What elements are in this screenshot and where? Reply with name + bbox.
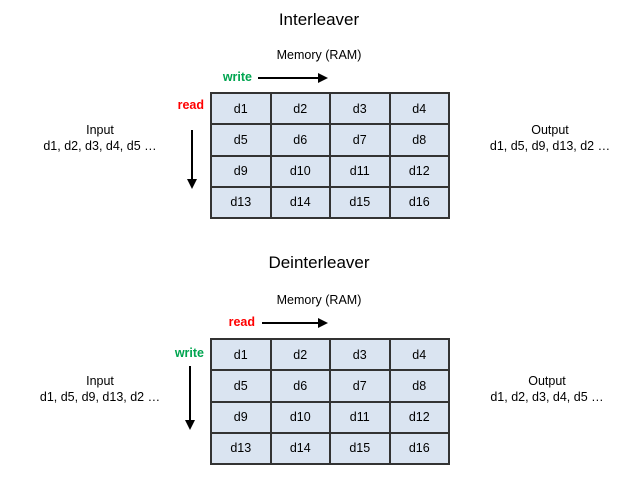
arrow-head-down-icon xyxy=(185,420,195,430)
memory-cell: d2 xyxy=(271,94,329,124)
interleaver-input-label: Input d1, d2, d3, d4, d5 … xyxy=(5,122,195,154)
interleaver-write-label: write xyxy=(222,70,252,84)
memory-cell: d9 xyxy=(212,402,270,432)
arrow-shaft xyxy=(189,366,191,421)
memory-cell: d8 xyxy=(390,371,448,401)
memory-cell: d4 xyxy=(390,340,448,370)
memory-cell: d10 xyxy=(271,402,329,432)
memory-cell: d16 xyxy=(390,433,448,463)
interleaver-read-label: read xyxy=(177,98,204,112)
memory-cell: d11 xyxy=(331,156,389,186)
interleaver-read-down-arrow-icon xyxy=(187,130,197,189)
arrow-head-right-icon xyxy=(318,318,328,328)
input-sequence: d1, d5, d9, d13, d2 … xyxy=(39,390,161,404)
memory-cell: d7 xyxy=(331,371,389,401)
interleaver-memory-grid: d1 d2 d3 d4 d5 d6 d7 d8 d9 d10 d11 d12 d… xyxy=(210,92,450,219)
arrow-shaft xyxy=(258,77,319,79)
memory-cell: d12 xyxy=(390,156,448,186)
memory-cell: d2 xyxy=(271,340,329,370)
deinterleaver-memory-ram-label: Memory (RAM) xyxy=(276,293,362,307)
arrow-head-right-icon xyxy=(318,73,328,83)
memory-cell: d3 xyxy=(331,94,389,124)
output-sequence: d1, d5, d9, d13, d2 … xyxy=(489,139,611,153)
input-title: Input xyxy=(86,374,114,388)
memory-cell: d16 xyxy=(390,187,448,217)
arrow-head-down-icon xyxy=(187,179,197,189)
interleaver-title: Interleaver xyxy=(278,10,360,29)
memory-cell: d7 xyxy=(331,125,389,155)
interleaver-output-label: Output d1, d5, d9, d13, d2 … xyxy=(455,122,638,154)
interleaver-memory-ram-label: Memory (RAM) xyxy=(276,48,362,62)
input-sequence: d1, d2, d3, d4, d5 … xyxy=(43,139,157,153)
memory-cell: d13 xyxy=(212,187,270,217)
memory-cell: d4 xyxy=(390,94,448,124)
memory-cell: d5 xyxy=(212,371,270,401)
memory-cell: d1 xyxy=(212,340,270,370)
deinterleaver-memory-grid: d1 d2 d3 d4 d5 d6 d7 d8 d9 d10 d11 d12 d… xyxy=(210,338,450,465)
memory-cell: d15 xyxy=(331,187,389,217)
output-sequence: d1, d2, d3, d4, d5 … xyxy=(490,390,604,404)
deinterleaver-write-down-arrow-icon xyxy=(185,366,195,430)
memory-cell: d9 xyxy=(212,156,270,186)
memory-cell: d5 xyxy=(212,125,270,155)
deinterleaver-read-right-arrow-icon xyxy=(262,318,328,328)
memory-cell: d11 xyxy=(331,402,389,432)
memory-cell: d3 xyxy=(331,340,389,370)
deinterleaver-output-label: Output d1, d2, d3, d4, d5 … xyxy=(452,373,638,405)
deinterleaver-read-label: read xyxy=(228,315,255,329)
deinterleaver-write-label: write xyxy=(174,346,204,360)
output-title: Output xyxy=(528,374,566,388)
memory-cell: d15 xyxy=(331,433,389,463)
memory-cell: d14 xyxy=(271,187,329,217)
input-title: Input xyxy=(86,123,114,137)
memory-cell: d10 xyxy=(271,156,329,186)
deinterleaver-title: Deinterleaver xyxy=(268,253,370,272)
memory-cell: d12 xyxy=(390,402,448,432)
memory-cell: d6 xyxy=(271,125,329,155)
memory-cell: d1 xyxy=(212,94,270,124)
arrow-shaft xyxy=(191,130,193,180)
output-title: Output xyxy=(531,123,569,137)
deinterleaver-input-label: Input d1, d5, d9, d13, d2 … xyxy=(5,373,195,405)
memory-cell: d13 xyxy=(212,433,270,463)
memory-cell: d6 xyxy=(271,371,329,401)
memory-cell: d14 xyxy=(271,433,329,463)
arrow-shaft xyxy=(262,322,319,324)
memory-cell: d8 xyxy=(390,125,448,155)
interleaver-write-right-arrow-icon xyxy=(258,73,328,83)
